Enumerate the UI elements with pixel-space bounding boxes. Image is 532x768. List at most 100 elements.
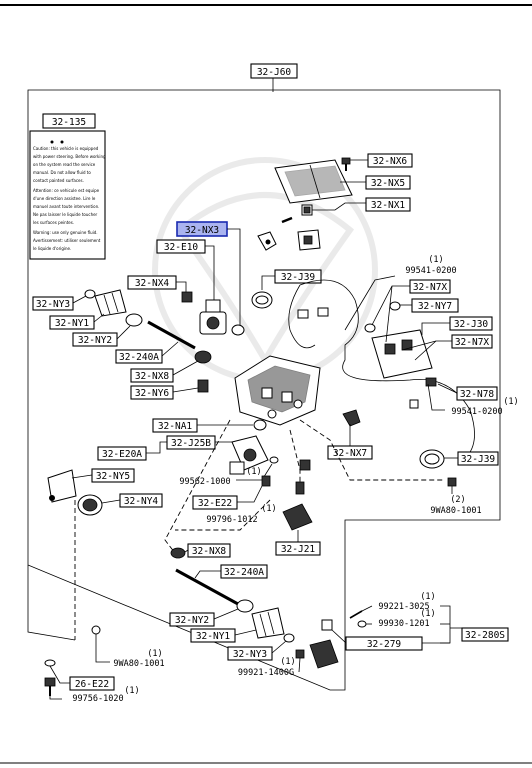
leader-ny2-b: [213, 608, 239, 620]
part-number-99921-1400G[interactable]: 99921-1400G: [238, 668, 294, 678]
part-label-32-240A-b[interactable]: 32-240A: [224, 567, 264, 578]
part-label-32-279[interactable]: 32-279: [367, 639, 402, 650]
leader-ny1-b: [234, 629, 257, 636]
part-label-32-E22[interactable]: 32-E22: [198, 498, 232, 509]
part-label-32-J21[interactable]: 32-J21: [281, 544, 316, 555]
bearing-nx8-upper: [194, 350, 212, 364]
part-label-32-NX1-top[interactable]: 32-NX1: [371, 200, 406, 211]
washer-99930: [357, 620, 367, 628]
label-box-32-J39-b: [457, 451, 499, 466]
ring-ny3-upper: [84, 289, 96, 299]
part-label-32-J39-b[interactable]: 32-J39: [461, 454, 496, 465]
assembly-outline-lower: [27, 565, 76, 641]
part-label-32-NX5[interactable]: 32-NX5: [371, 178, 405, 189]
part-label-32-NY6[interactable]: 32-NY6: [135, 388, 170, 399]
label-box-32-240A-b: [220, 564, 268, 579]
part-number-99756-1020[interactable]: 99756-1020: [72, 694, 123, 704]
bolt-99756: [44, 677, 56, 696]
label-box-32-NX4: [127, 275, 177, 290]
part-number-99221-3025[interactable]: 99221-3025: [378, 602, 429, 612]
svg-text:Warning: use only genuine flui: Warning: use only genuine fluid.: [33, 230, 98, 235]
part-label-32-NY5[interactable]: 32-NY5: [96, 471, 130, 482]
part-label-32-240A-a[interactable]: 32-240A: [119, 352, 159, 363]
svg-text:d'une direction assistee. Lire: d'une direction assistee. Lire le: [33, 196, 96, 201]
part-label-32-N78[interactable]: 32-N78: [460, 389, 495, 400]
dashed-guide-center: [289, 429, 301, 490]
part-label-32-NY1-b[interactable]: 32-NY1: [196, 631, 231, 642]
part-label-32-280S[interactable]: 32-280S: [465, 630, 505, 641]
svg-text:Attention: ce vehicule est equ: Attention: ce vehicule est equipe: [33, 188, 100, 193]
bracket-ny5: [47, 469, 77, 503]
dashed-guide-lower: [175, 499, 271, 531]
part-label-32-NY2-b[interactable]: 32-NY2: [175, 615, 209, 626]
svg-text:les surfaces peintes.: les surfaces peintes.: [33, 220, 74, 225]
part-label-32-135[interactable]: 32-135: [52, 117, 86, 128]
leader-ny3-b: [271, 640, 287, 654]
part-label-32-E20A[interactable]: 32-E20A: [102, 449, 142, 460]
part-label-32-NY3-a[interactable]: 32-NY3: [36, 299, 70, 310]
label-box-32-NY5: [91, 468, 135, 483]
caution-text: Caution: this vehicle is equipped with p…: [33, 146, 106, 251]
cover-plate: [274, 159, 353, 204]
o-ring-99562: [269, 456, 279, 464]
part-label-32-E10[interactable]: 32-E10: [164, 242, 199, 253]
transfer-housing: [234, 355, 321, 426]
qty-99562: (1): [246, 467, 261, 477]
part-label-32-NX4[interactable]: 32-NX4: [135, 278, 170, 289]
part-label-32-J60[interactable]: 32-J60: [257, 67, 292, 78]
label-box-32-NY3-b: [227, 646, 273, 661]
part-label-32-N7X-a[interactable]: 32-N7X: [413, 282, 448, 293]
caution-symbol: [50, 140, 64, 144]
part-number-99541-0200-b[interactable]: 99541-0200: [451, 407, 502, 417]
leader-ny6: [172, 387, 199, 393]
label-box-32-NY3-a: [32, 296, 74, 311]
bracket-280s: [440, 605, 451, 644]
seal-na1: [253, 419, 267, 431]
qty-99756: (1): [124, 686, 139, 696]
leader-n7x-b2: [401, 340, 437, 351]
part-label-32-NX7[interactable]: 32-NX7: [333, 448, 367, 459]
leader-279: [331, 629, 347, 644]
leader-ny4: [101, 499, 121, 504]
part-label-32-NY1-a[interactable]: 32-NY1: [55, 318, 90, 329]
part-label-32-NX3[interactable]: 32-NX3: [185, 225, 219, 236]
label-box-32-J21: [275, 541, 321, 556]
part-label-32-NY7[interactable]: 32-NY7: [418, 301, 452, 312]
part-label-32-NY4[interactable]: 32-NY4: [124, 496, 159, 507]
sensor-e10: [199, 299, 227, 335]
leader-240a-a: [161, 341, 179, 357]
label-box-32-J25B: [166, 435, 216, 450]
label-box-32-NA1: [152, 418, 198, 433]
qty-99541-a: (1): [428, 255, 443, 265]
part-number-99541-0200-a[interactable]: 99541-0200: [405, 266, 456, 276]
label-box-32-NX8-b: [187, 543, 231, 558]
part-number-9WA80-1001-b[interactable]: 9WA80-1001: [113, 659, 164, 669]
nut-9wa80-right: [447, 477, 457, 487]
leader-nx8-b: [184, 549, 189, 553]
nut-nx4: [181, 291, 193, 303]
nut-9wa80-lower: [91, 625, 101, 650]
part-label-32-NY3-b[interactable]: 32-NY3: [233, 649, 267, 660]
svg-text:le liquide d'origine.: le liquide d'origine.: [33, 246, 71, 251]
part-number-99796-1012[interactable]: 99796-1012: [206, 515, 257, 525]
part-number-99930-1201[interactable]: 99930-1201: [378, 619, 429, 629]
part-label-32-J39-a[interactable]: 32-J39: [281, 272, 316, 283]
part-label-32-NX8-a[interactable]: 32-NX8: [135, 371, 170, 382]
part-number-9WA80-1001-a[interactable]: 9WA80-1001: [430, 506, 481, 516]
leader-n7x-a2: [385, 285, 393, 343]
hose-clamp-top: [251, 291, 273, 309]
clamp-ny2-lower: [236, 599, 254, 613]
fitting-ny6: [197, 379, 209, 393]
part-label-32-NX8-b[interactable]: 32-NX8: [192, 546, 227, 557]
part-number-99562-1000[interactable]: 99562-1000: [179, 477, 230, 487]
part-label-32-J30[interactable]: 32-J30: [454, 319, 489, 330]
part-label-26-E22[interactable]: 26-E22: [75, 679, 109, 690]
part-label-32-J25B[interactable]: 32-J25B: [171, 438, 211, 449]
leader-26-e22: [49, 665, 70, 684]
part-label-32-NY2-a[interactable]: 32-NY2: [78, 335, 112, 346]
boot-ny1-lower: [251, 607, 285, 639]
part-label-32-NA1[interactable]: 32-NA1: [158, 421, 193, 432]
label-box-32-N7X-b: [451, 334, 493, 349]
part-label-32-NX6[interactable]: 32-NX6: [373, 156, 408, 167]
part-label-32-N7X-b[interactable]: 32-N7X: [455, 337, 490, 348]
